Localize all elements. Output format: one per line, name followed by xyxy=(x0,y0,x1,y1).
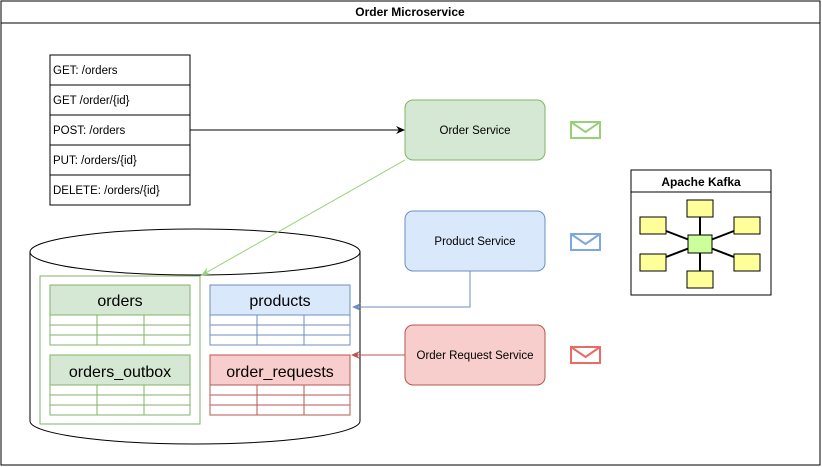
endpoint-list: GET: /orders GET /order/{id} POST: /orde… xyxy=(49,54,191,206)
product-service-label: Product Service xyxy=(434,236,515,248)
order-service-node: Order Service xyxy=(404,99,546,161)
endpoint-put-order: PUT: /orders/{id} xyxy=(53,155,137,167)
product-envelope-icon xyxy=(570,233,601,251)
table-orders-outbox-title: orders_outbox xyxy=(69,364,171,381)
order-request-envelope-icon xyxy=(570,346,601,364)
order-request-service-node: Order Request Service xyxy=(404,324,546,386)
table-order-requests-title: order_requests xyxy=(226,364,334,381)
table-products-title: products xyxy=(249,293,310,310)
endpoint-get-orders: GET: /orders xyxy=(53,65,118,77)
table-products: products xyxy=(209,284,351,346)
product-service-to-products-arrow xyxy=(352,271,471,311)
order-envelope-icon xyxy=(570,121,601,139)
network-topology-icon xyxy=(639,199,761,289)
endpoint-delete-order: DELETE: /orders/{id} xyxy=(53,185,160,197)
table-orders-outbox: orders_outbox xyxy=(49,354,191,416)
endpoint-get-order-by-id: GET /order/{id} xyxy=(53,95,130,107)
table-orders-title: orders xyxy=(97,293,142,310)
kafka-title: Apache Kafka xyxy=(661,175,741,189)
order-service-label: Order Service xyxy=(440,125,511,137)
product-service-node: Product Service xyxy=(404,210,546,272)
order-service-to-orders-schema-arrow xyxy=(201,159,406,276)
endpoint-post-orders: POST: /orders xyxy=(53,125,125,137)
frame-title: Order Microservice xyxy=(355,5,465,19)
order-request-service-label: Order Request Service xyxy=(417,350,534,362)
table-orders: orders xyxy=(49,284,191,346)
table-order-requests: order_requests xyxy=(209,354,351,416)
